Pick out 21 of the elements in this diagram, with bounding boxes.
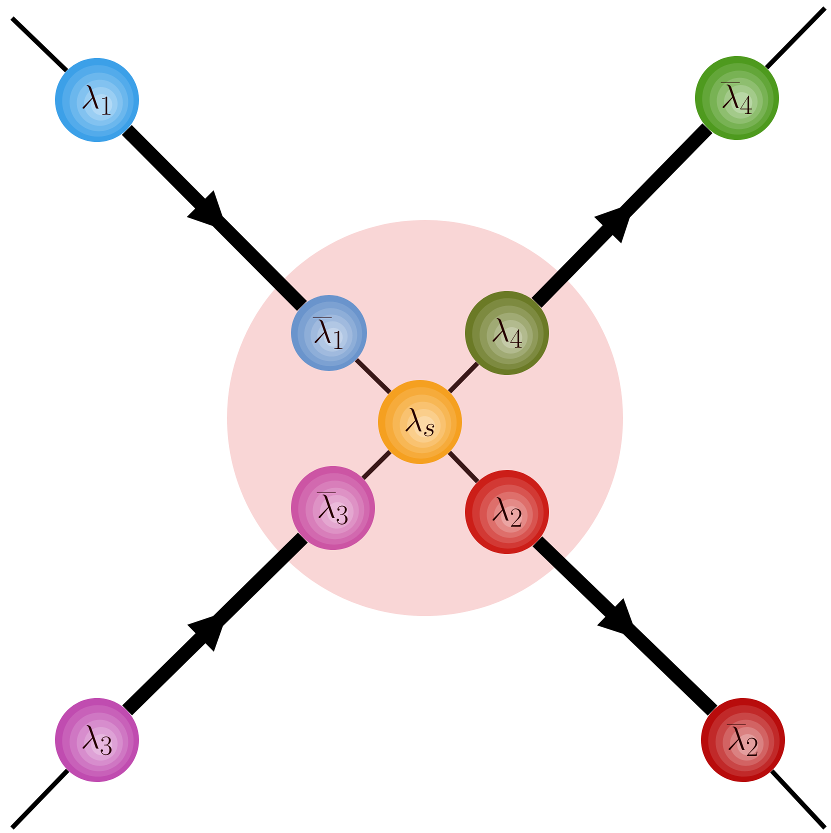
ball-node: $\overline{\lambda}_3$ bbox=[291, 466, 375, 550]
ball-node: $\lambda_4$ bbox=[465, 291, 549, 375]
ball-node: $\overline{\lambda}_4$ bbox=[695, 56, 779, 140]
line bbox=[354, 358, 392, 394]
ball-node: $\lambda_2$ bbox=[465, 470, 549, 554]
ball-node: $\overline{\lambda}_1$ bbox=[291, 295, 367, 371]
line bbox=[764, 6, 827, 70]
arrow bbox=[122, 125, 307, 311]
ball-node: $\lambda_1$ bbox=[55, 58, 139, 142]
line bbox=[361, 450, 392, 480]
ball-node: $\lambda_s$ bbox=[378, 380, 462, 464]
arrow bbox=[532, 123, 712, 308]
line bbox=[10, 16, 68, 72]
line bbox=[448, 450, 480, 484]
line bbox=[448, 362, 480, 394]
ball-node: $\lambda_3$ bbox=[55, 698, 139, 782]
line bbox=[10, 768, 70, 830]
arrow bbox=[532, 536, 718, 716]
ball-node: $\overline{\lambda}_2$ bbox=[701, 698, 785, 782]
line bbox=[770, 769, 827, 830]
arrow bbox=[122, 532, 308, 716]
